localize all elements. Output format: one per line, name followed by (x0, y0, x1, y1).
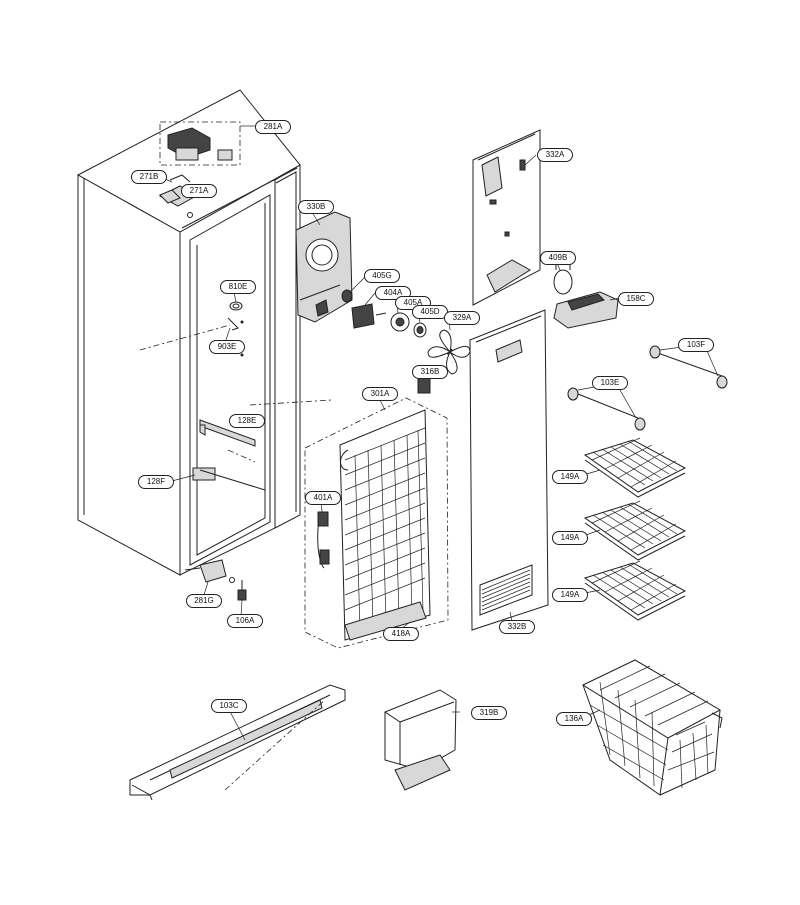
label-903E[interactable]: 903E (209, 340, 245, 354)
label-810E[interactable]: 810E (220, 280, 256, 294)
label-330B[interactable]: 330B (298, 200, 334, 214)
back-panel-lower-drawing (469, 309, 549, 631)
wire-shelf-3 (583, 560, 687, 621)
lamp-drawing (553, 261, 619, 329)
label-149A-3[interactable]: 149A (552, 588, 588, 602)
wire-shelf-2 (583, 500, 687, 561)
leader-lines (157, 125, 719, 741)
label-301A[interactable]: 301A (362, 387, 398, 401)
label-332B[interactable]: 332B (499, 620, 535, 634)
label-332A[interactable]: 332A (537, 148, 573, 162)
label-281A[interactable]: 281A (255, 120, 291, 134)
label-316B[interactable]: 316B (412, 365, 448, 379)
label-103C[interactable]: 103C (211, 699, 247, 713)
label-149A-1[interactable]: 149A (552, 470, 588, 484)
label-329A[interactable]: 329A (444, 311, 480, 325)
wire-shelf-1 (583, 437, 687, 498)
evap-cover-drawing (384, 689, 457, 791)
label-149A-2[interactable]: 149A (552, 531, 588, 545)
label-136A[interactable]: 136A (556, 712, 592, 726)
basket-drawing (581, 659, 723, 796)
label-319B[interactable]: 319B (471, 706, 507, 720)
shelf-supports-drawing (567, 345, 728, 431)
label-271A[interactable]: 271A (181, 184, 217, 198)
label-128E[interactable]: 128E (229, 414, 265, 428)
label-128F[interactable]: 128F (138, 475, 174, 489)
fan-shroud-drawing (295, 211, 353, 323)
fan-blade-drawing (427, 329, 471, 375)
back-panel-upper-drawing (472, 129, 541, 306)
label-405G[interactable]: 405G (364, 269, 400, 283)
label-103F[interactable]: 103F (678, 338, 714, 352)
label-418A[interactable]: 418A (383, 627, 419, 641)
wire-shelves-drawing (583, 437, 687, 621)
evaporator-drawing (304, 376, 449, 649)
label-158C[interactable]: 158C (618, 292, 654, 306)
label-405D[interactable]: 405D (412, 305, 448, 319)
label-106A[interactable]: 106A (227, 614, 263, 628)
label-409B[interactable]: 409B (540, 251, 576, 265)
label-401A[interactable]: 401A (305, 491, 341, 505)
fan-motor-drawing (341, 289, 427, 338)
top-cover-drawing (159, 121, 241, 204)
bottom-rail-drawing (129, 684, 346, 801)
label-103E[interactable]: 103E (592, 376, 628, 390)
label-271B[interactable]: 271B (131, 170, 167, 184)
label-281G[interactable]: 281G (186, 594, 222, 608)
